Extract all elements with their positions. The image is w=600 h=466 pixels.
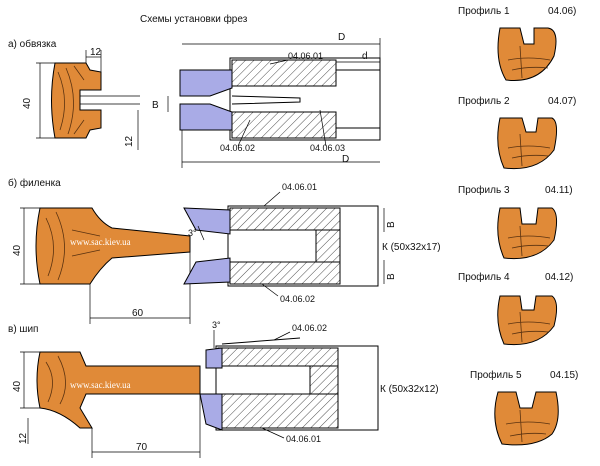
- section-a-dim-d-small: d: [362, 51, 368, 62]
- section-a-cutter-top: [231, 59, 337, 87]
- section-c-part-top: 04.06.02: [292, 323, 327, 333]
- section-c-dim-left-small: 12: [18, 432, 29, 444]
- section-a-label: а) обвязка: [8, 38, 57, 50]
- section-b-key: К (50х32х17): [382, 242, 441, 253]
- section-b-grain: [45, 211, 101, 281]
- section-c-blade-top: [205, 347, 223, 369]
- section-b-dim-bottom: 60: [132, 308, 144, 319]
- section-b-cutter-top: [229, 207, 341, 231]
- section-a-part-bottom-left: 04.06.02: [220, 143, 255, 153]
- section-c-dim-angle: 3°: [212, 320, 221, 330]
- section-b-dim-b-bottom: B: [386, 273, 397, 280]
- section-b-watermark: www.sac.kiev.ua: [70, 237, 131, 247]
- profiles: Профиль 1 04.06) Профиль 2 04.07) Профил…: [458, 5, 578, 446]
- section-a-dim-b: B: [152, 100, 159, 111]
- profile-3-name: Профиль 3: [458, 184, 510, 196]
- section-b-part-bottom: 04.06.02: [280, 294, 315, 304]
- section-b-part-top: 04.06.01: [282, 182, 317, 192]
- section-b-blade-bottom: [183, 257, 231, 285]
- section-a-dim-left: 40: [22, 97, 33, 109]
- section-c-cutter-top: [217, 347, 339, 367]
- section-c-cutter-bottom: [217, 393, 339, 429]
- section-a-dim-d-top: D: [338, 32, 345, 43]
- profile-2-shape: [497, 117, 558, 170]
- profile-5-name: Профиль 5: [470, 369, 522, 381]
- profile-2-code: 04.07): [548, 96, 576, 107]
- profile-4-name: Профиль 4: [458, 271, 510, 283]
- profile-1-shape: [497, 27, 557, 81]
- section-a-dim-d-bottom: D: [342, 154, 349, 165]
- profile-4: Профиль 4 04.12): [458, 271, 573, 346]
- profile-5-shape: [494, 391, 559, 446]
- profile-1-name: Профиль 1: [458, 5, 510, 17]
- section-b-dim-b-top: B: [386, 221, 397, 228]
- section-c-part-bottom: 04.06.01: [286, 434, 321, 444]
- section-a: а) обвязка 12 40 12 B D d: [8, 32, 381, 168]
- section-c-dim-left: 40: [12, 380, 23, 392]
- profile-1: Профиль 1 04.06): [458, 5, 576, 81]
- section-a-cutter-bottom: [231, 111, 337, 139]
- section-b-cutter-bottom: [229, 261, 341, 285]
- section-c-watermark: www.sac.kiev.ua: [70, 380, 131, 390]
- section-c: в) шип www.sac.kiev.ua 40 12 70 3° К (50…: [8, 320, 439, 458]
- section-c-blade-bottom: [199, 393, 223, 431]
- diagram-title: Схемы установки фрез: [140, 13, 248, 25]
- section-b-key-block: [315, 229, 341, 263]
- profile-3-shape: [497, 207, 558, 260]
- profile-2-name: Профиль 2: [458, 95, 510, 107]
- profile-5: Профиль 5 04.15): [470, 369, 578, 446]
- section-a-dim-top: 12: [90, 47, 102, 58]
- section-a-blade-top: [179, 69, 233, 97]
- section-b-dim-left: 40: [12, 244, 23, 256]
- profile-2: Профиль 2 04.07): [458, 95, 576, 170]
- section-b-workpiece: [35, 207, 191, 285]
- section-c-workpiece: [36, 351, 201, 429]
- section-c-grain: [45, 355, 66, 405]
- profile-3-code: 04.11): [545, 185, 573, 196]
- section-a-dim-bottom: 12: [124, 135, 135, 147]
- profile-1-code: 04.06): [548, 6, 576, 17]
- section-c-key: К (50х32х12): [380, 384, 439, 395]
- section-b-label: б) филенка: [8, 177, 61, 189]
- section-a-grain: [57, 65, 85, 135]
- profile-5-code: 04.15): [550, 370, 578, 381]
- section-c-key-block: [309, 365, 339, 395]
- section-b-dim-angle: 3°: [188, 228, 197, 238]
- profile-4-code: 04.12): [545, 272, 573, 283]
- section-c-dim-bottom: 70: [136, 442, 148, 453]
- section-b-blade-top: [183, 207, 231, 235]
- section-a-part-top: 04.06.01: [288, 51, 323, 61]
- profile-3: Профиль 3 04.11): [458, 184, 573, 260]
- section-a-part-bottom-right: 04.06.03: [310, 143, 345, 153]
- section-a-blade-bottom: [179, 103, 233, 131]
- profile-4-shape: [497, 295, 558, 346]
- section-c-label: в) шип: [8, 324, 38, 335]
- section-b: б) филенка www.sac.kiev.ua 40 60 3° B B …: [8, 177, 441, 324]
